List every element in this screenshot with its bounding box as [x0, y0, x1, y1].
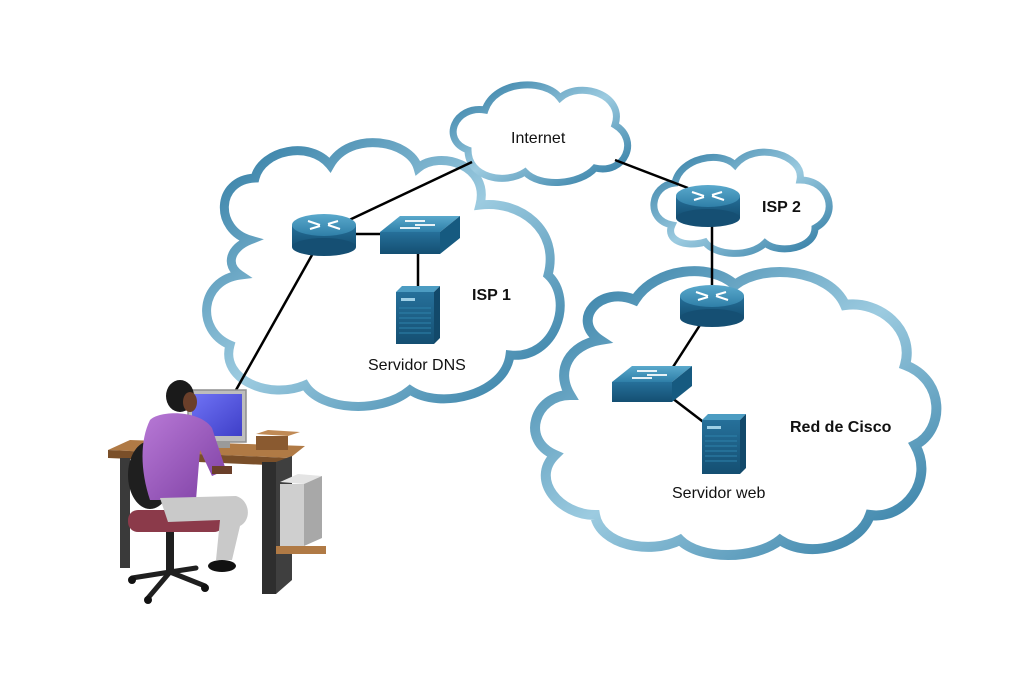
- link-isp1-router-internet: [344, 160, 473, 224]
- isp1-cloud: [202, 138, 565, 411]
- cisco-switch-icon: [612, 366, 692, 402]
- dns-server-icon: [396, 286, 440, 344]
- isp2-router-icon: [676, 185, 740, 227]
- link-isp1-router-user: [234, 254, 314, 391]
- web-server-label: Servidor web: [672, 485, 766, 502]
- dns-server-label: Servidor DNS: [368, 357, 466, 374]
- web-server-icon: [702, 414, 746, 474]
- cisco-router-icon: [680, 285, 744, 327]
- cisco-network-cloud: [530, 266, 942, 560]
- isp1-router-icon: [292, 214, 356, 256]
- internet-cloud: [449, 81, 631, 186]
- user-workstation-icon: [108, 380, 326, 604]
- link-internet-isp2-router: [614, 158, 689, 190]
- isp2-cloud: [650, 148, 833, 257]
- isp2-label: ISP 2: [762, 199, 801, 216]
- internet-label: Internet: [511, 130, 566, 147]
- cisco-network-label: Red de Cisco: [790, 419, 892, 436]
- isp1-label: ISP 1: [472, 287, 511, 304]
- isp1-switch-icon: [380, 216, 460, 254]
- link-cisco-router-switch: [671, 324, 702, 368]
- link-switch-web-server: [671, 397, 707, 425]
